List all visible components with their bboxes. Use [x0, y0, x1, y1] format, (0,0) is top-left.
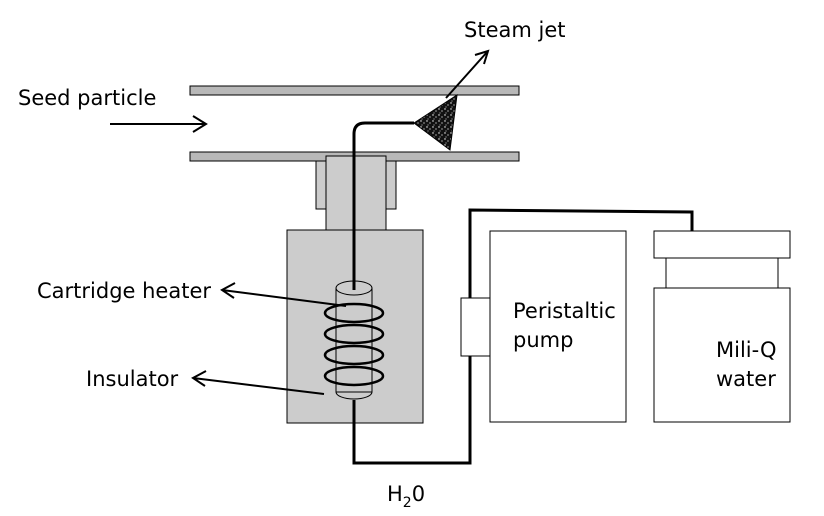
- steam-tube: [352, 121, 414, 290]
- mount-neck: [325, 155, 387, 233]
- insulator-pointer: [191, 370, 325, 395]
- h2o-label: H20: [387, 482, 425, 511]
- heater-coil: [323, 302, 385, 387]
- cartridge-heater-pointer: [220, 282, 347, 307]
- insulator-label: Insulator: [86, 367, 179, 391]
- water-bottle-neck: [665, 257, 779, 289]
- seed-particle-arrow: [110, 115, 208, 133]
- h2o-label-subscript: 2: [403, 495, 412, 511]
- steam-jet-label: Steam jet: [464, 18, 565, 42]
- pump-roller: [460, 297, 491, 357]
- mili-q-water-label-line1: Mili-Q: [716, 338, 777, 362]
- cartridge-heater-label: Cartridge heater: [37, 279, 211, 303]
- cartridge-heater-bottom: [335, 391, 373, 400]
- h2o-label-end: 0: [412, 482, 425, 506]
- h2o-label-main: H: [387, 482, 403, 506]
- mili-q-water-label-line2: water: [716, 367, 776, 391]
- seed-particle-label: Seed particle: [18, 86, 156, 110]
- steam-jet-nozzle: [413, 93, 458, 151]
- peristaltic-pump-label-line1: Peristaltic: [513, 299, 616, 323]
- water-bottle: [653, 287, 791, 423]
- water-bottle-cap: [653, 230, 791, 259]
- steam-jet-arrow: [445, 49, 490, 99]
- peristaltic-pump-label-line2: pump: [513, 328, 573, 352]
- top-plate: [189, 85, 520, 96]
- peristaltic-pump: [489, 230, 627, 423]
